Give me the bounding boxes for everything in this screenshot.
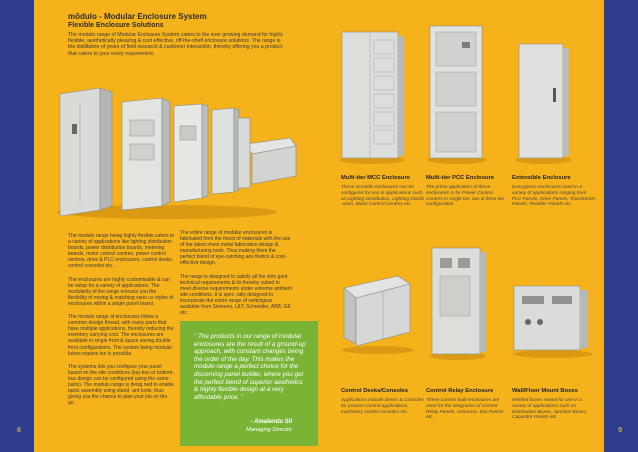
body-paragraph: The modulo range being highly flexible c… — [68, 233, 175, 270]
mcc-enclosure-image — [340, 31, 404, 164]
extensible-enclosure-image — [515, 43, 571, 164]
left-page-number: 8 — [17, 427, 21, 434]
product-desc-wall-floor-boxes: Welded boxes meant for use in a variety … — [512, 398, 588, 421]
control-relay-enclosure-image — [430, 247, 486, 360]
quote-author: - Amalendu Sil — [250, 419, 292, 425]
product-desc-extensible: Everygreen enclosures used in a variety … — [512, 185, 596, 208]
product-desc-mcc: These versatile enclosures can be config… — [341, 185, 424, 208]
wall-floor-mount-box-image — [513, 285, 593, 358]
quote-author-role: Managing Director — [246, 427, 292, 433]
product-title-wall-floor-boxes: Wall/Floor Mount Boxes — [512, 388, 578, 394]
product-title-pcc: Multi-tier PCC Enclosure — [426, 175, 494, 181]
right-margin-bar — [604, 0, 638, 452]
intro-paragraph: The modulo range of Modular Enclosure Sy… — [68, 32, 284, 57]
quote-text: " The products in our range of modular e… — [194, 333, 306, 401]
body-paragraph: The range is designed to satisfy all the… — [180, 273, 292, 317]
left-margin-bar — [0, 0, 34, 452]
product-desc-control-desks: Applications include Desks & Consoles fo… — [341, 398, 424, 415]
product-title-extensible: Extensible Enclosure — [512, 175, 571, 181]
control-desk-image — [342, 275, 414, 354]
pcc-enclosure-image — [427, 25, 487, 164]
product-title-control-relay: Control Relay Enclosure — [426, 388, 494, 394]
product-desc-pcc: The prime application of these enclosure… — [426, 185, 505, 208]
right-page-number: 9 — [618, 427, 622, 434]
body-column-right: The entire range of modular enclosures i… — [180, 230, 292, 323]
product-desc-control-relay: These custom-built enclosures are used f… — [426, 398, 504, 421]
page-subtitle: Flexible Enclosure Solutions — [68, 22, 164, 29]
modular-cabinet-lineup-image — [57, 87, 297, 219]
page-title: mōdulo - Modular Enclosure System — [68, 12, 207, 21]
body-column-left: The modulo range being highly flexible c… — [68, 233, 175, 413]
body-paragraph: The enclosures are highly customisable &… — [68, 276, 174, 307]
body-paragraph: The entire range of modular enclosures i… — [180, 230, 291, 267]
quote-box: " The products in our range of modular e… — [180, 321, 318, 446]
product-title-mcc: Multi-tier MCC Enclosure — [341, 175, 410, 181]
product-title-control-desks: Control Desks/Consoles — [341, 388, 409, 394]
body-paragraph: The modulo range of enclosures follow a … — [68, 314, 174, 357]
body-paragraph: The systems lets you configure your pane… — [68, 363, 175, 407]
